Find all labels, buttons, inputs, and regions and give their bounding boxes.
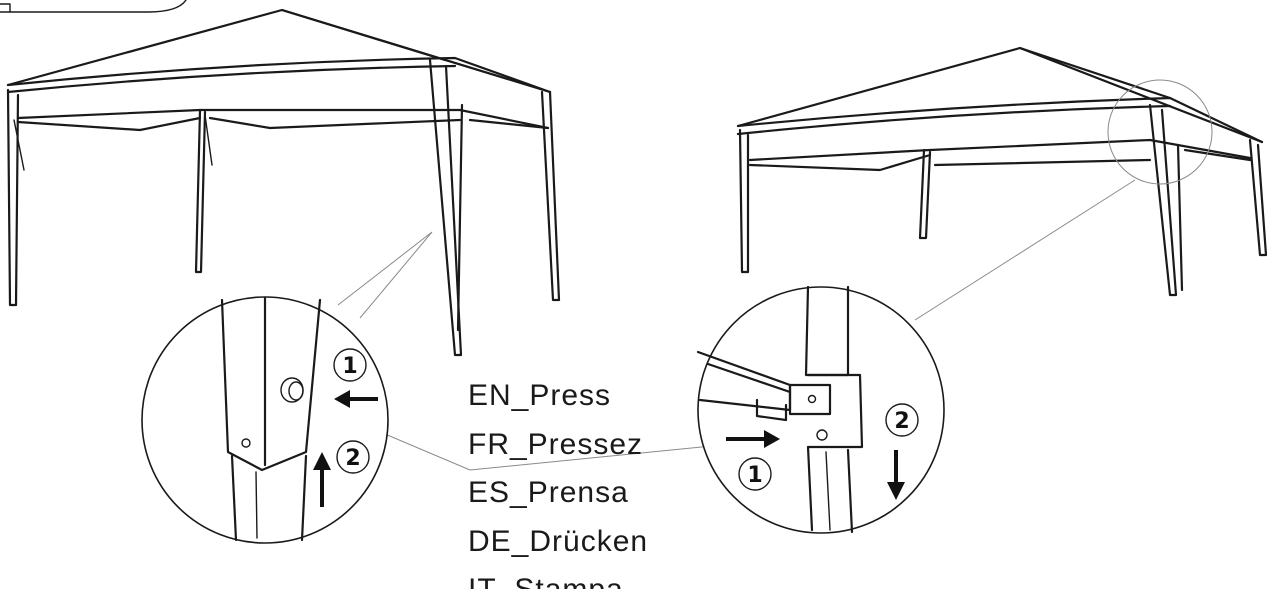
svg-text:2: 2 (894, 409, 909, 434)
right-detail-circle (697, 286, 945, 534)
label-fr: FR_Pressez (468, 427, 644, 461)
left-roof-eave (6, 56, 552, 94)
left-leg-front-right (428, 58, 463, 357)
corner-badge-tab (0, 3, 11, 13)
left-leg-back-right (540, 90, 561, 302)
right-step-two-marker (885, 403, 919, 437)
left-callout-lines (337, 231, 433, 319)
right-zoom-source-circle (1107, 79, 1213, 185)
right-callout-line (914, 179, 1136, 321)
right-leg-back-left (918, 148, 932, 240)
left-gazebo (6, 8, 561, 357)
left-step-one-marker (333, 348, 367, 382)
left-roof-ridge (6, 8, 552, 94)
right-gazebo (736, 46, 1268, 297)
label-es: ES_Prensa (468, 476, 629, 509)
right-detail-push-button (816, 429, 828, 441)
right-leg-front-left (738, 128, 750, 274)
right-detail-view: 1 2 (696, 285, 945, 534)
right-roof-eave (736, 96, 1264, 144)
label-it: IT_Stampa (468, 566, 648, 589)
label-de: DE_Drücken (468, 524, 649, 558)
press-instruction-labels: EN_Press FR_Pressez ES_Prensa DE_Drücken… (468, 372, 648, 589)
svg-text:2: 2 (345, 446, 360, 471)
label-en: EN_Press (468, 379, 612, 412)
left-detail-tube-inner (230, 454, 308, 542)
left-detail-hole (241, 438, 251, 448)
right-detail-post (804, 285, 864, 532)
svg-text:1: 1 (747, 463, 762, 488)
right-roof-ridge (736, 46, 1264, 144)
right-detail-slider-bracket (788, 383, 832, 416)
left-detail-tube-outer (220, 298, 322, 472)
svg-text:1: 1 (342, 354, 357, 379)
left-detail-view: 1 2 (141, 296, 389, 544)
left-arrow-left-icon (334, 390, 378, 408)
right-step-one-marker (738, 457, 772, 491)
left-step-two-marker (336, 440, 370, 474)
corner-badge-outline (0, 0, 187, 13)
right-leg-front-right (1148, 103, 1178, 297)
right-arrow-right-icon (726, 430, 780, 448)
right-arrow-down-icon (887, 450, 905, 500)
left-leg-front-left (6, 88, 20, 307)
left-arrow-up-icon (313, 452, 331, 507)
right-leg-back-right (1248, 138, 1268, 257)
left-leg-back-left (194, 108, 207, 274)
